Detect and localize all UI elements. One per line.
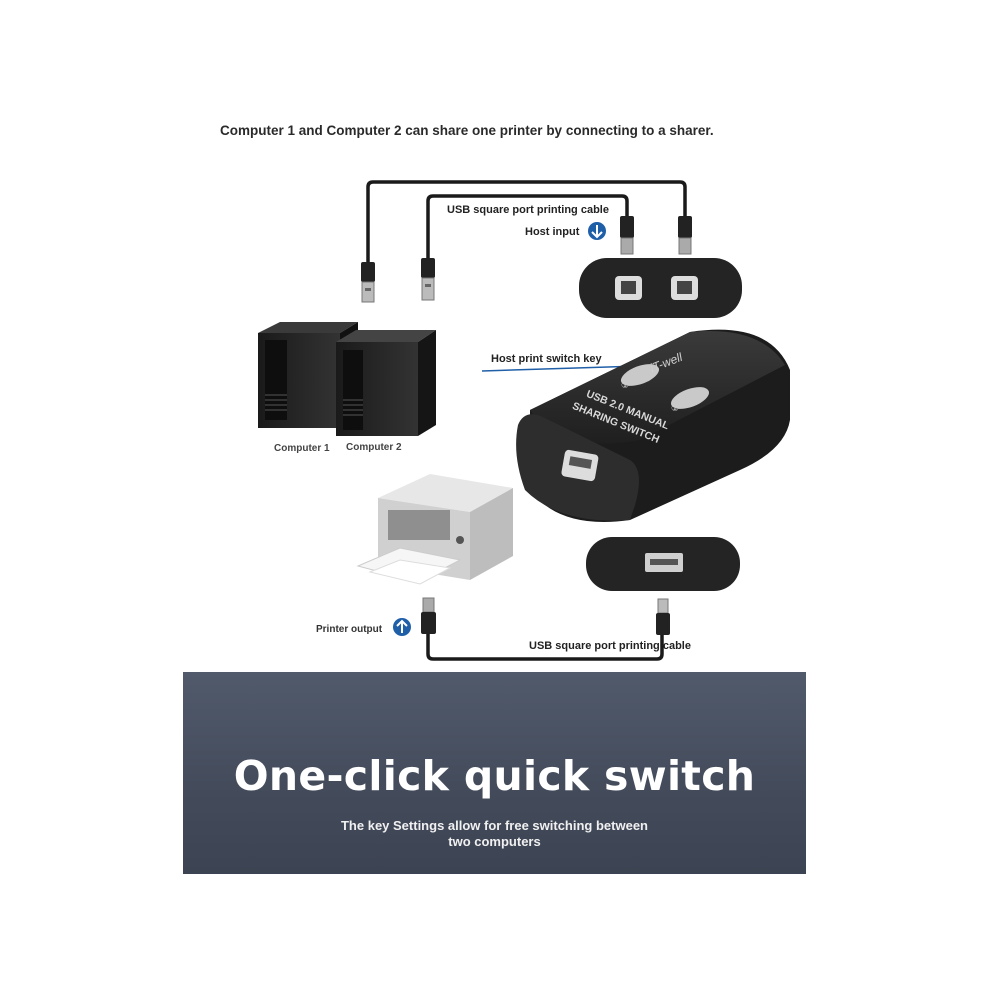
- usb-a-plug-left: [361, 262, 375, 303]
- banner-subtitle-line-2: two computers: [448, 834, 541, 849]
- label-host-input: Host input: [525, 226, 580, 238]
- usb-b-plug-1: [620, 216, 634, 255]
- switch-button-2[interactable]: [668, 383, 712, 414]
- button-1-label: ①: [621, 381, 629, 391]
- label-computer-2: Computer 2: [346, 442, 402, 453]
- switch-button-1[interactable]: [618, 360, 662, 391]
- sharing-switch-device: ① ②: [516, 329, 790, 522]
- arrow-up-icon: [393, 618, 411, 636]
- label-cable-bottom: USB square port printing cable: [529, 640, 691, 652]
- printer: [356, 474, 513, 585]
- switch-back-view: [579, 258, 742, 318]
- banner-title: One-click quick switch: [233, 752, 756, 800]
- computer-2-tower: [336, 330, 436, 436]
- label-cable-top: USB square port printing cable: [447, 204, 609, 216]
- banner-subtitle: The key Settings allow for free switchin…: [183, 818, 806, 850]
- usb-b-plug-2: [678, 216, 692, 255]
- feature-banner: One-click quick switch The key Settings …: [183, 672, 806, 874]
- button-2-label: ②: [671, 404, 679, 414]
- banner-subtitle-line-1: The key Settings allow for free switchin…: [340, 818, 648, 833]
- label-printer-output: Printer output: [316, 624, 383, 635]
- switch-front-view: [586, 537, 740, 591]
- label-computer-1: Computer 1: [274, 443, 330, 454]
- arrow-down-icon: [588, 222, 606, 240]
- usb-a-plug-right: [421, 258, 435, 301]
- top-cables: [366, 180, 687, 274]
- label-host-print-switch-key: Host print switch key: [491, 353, 602, 365]
- switch-key-pointer: [481, 365, 641, 372]
- bottom-cable: [421, 597, 670, 661]
- page-heading: Computer 1 and Computer 2 can share one …: [220, 123, 714, 138]
